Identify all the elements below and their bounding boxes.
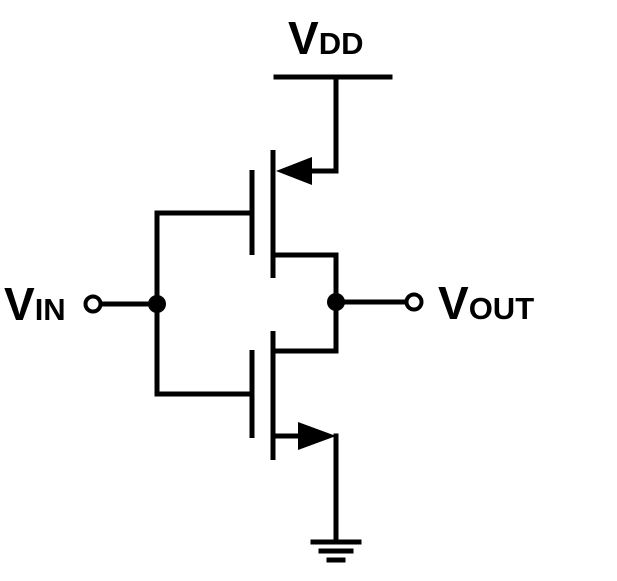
pmos-arrow xyxy=(276,157,312,185)
vin-terminal xyxy=(83,294,103,314)
vout-label: VOUT xyxy=(438,277,534,329)
output-junction-dot xyxy=(327,293,345,311)
vin-label: VIN xyxy=(4,278,66,330)
nmos-transistor xyxy=(154,331,339,543)
input-junction-dot xyxy=(148,295,166,313)
pmos-transistor xyxy=(154,74,339,278)
vdd-label: VDD xyxy=(288,12,363,64)
nmos-arrow xyxy=(298,422,336,450)
vout-terminal xyxy=(404,292,424,312)
ground-symbol xyxy=(310,539,362,563)
